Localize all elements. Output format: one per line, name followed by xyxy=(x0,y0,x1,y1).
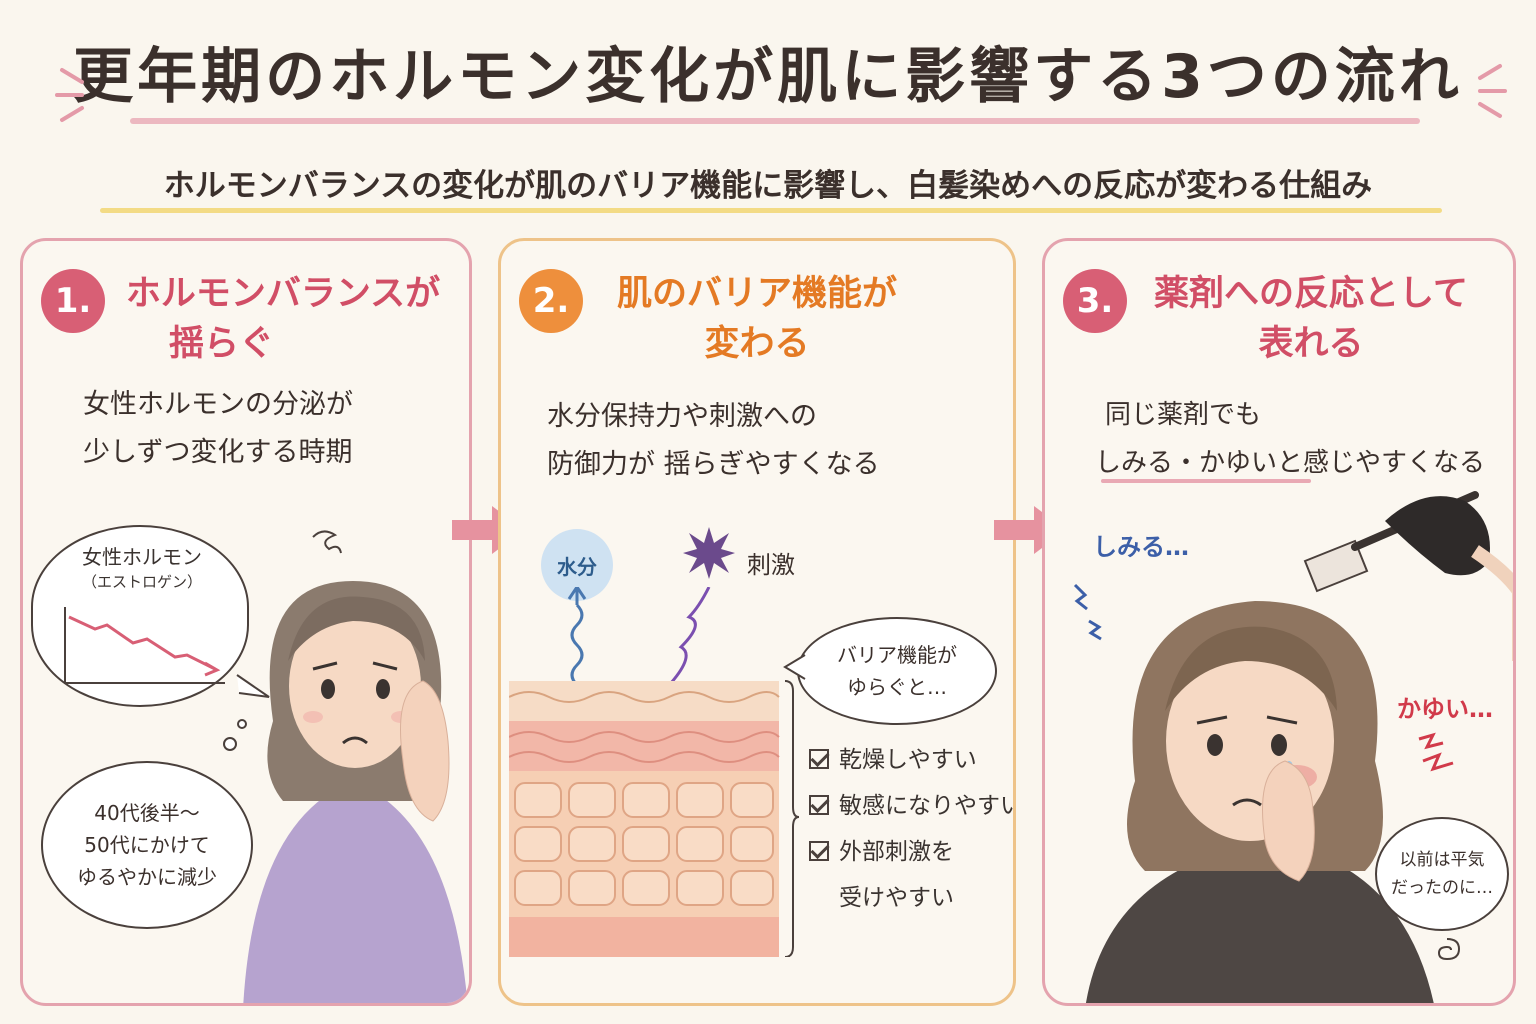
step-1-heading: ホルモンバランスが 揺らぐ xyxy=(113,269,453,369)
previously-fine-bubble: 以前は平気 だったのに… xyxy=(1375,817,1509,931)
page-subtitle: ホルモンバランスの変化が肌のバリア機能に影響し、白髪染めへの反応が変わる仕組み xyxy=(163,168,1373,204)
step-3-heading: 薬剤への反応として 表れる xyxy=(1141,269,1481,369)
bubble-line1: 40代後半〜 xyxy=(94,801,200,825)
thought-dot-1 xyxy=(223,737,237,751)
stimulus-label: 刺激 xyxy=(747,551,795,579)
title-underline xyxy=(130,118,1420,124)
zigzag-red-icon xyxy=(1418,732,1454,772)
graph-label: 女性ホルモン （エストロゲン） xyxy=(33,543,251,593)
page-title: 更年期のホルモン変化が肌に影響する3つの流れ xyxy=(73,42,1463,112)
check-external-text-line1: 外部刺激を xyxy=(839,839,954,865)
stimulus-burst-icon xyxy=(683,527,735,579)
sparkle-right-icon xyxy=(1478,64,1507,118)
step-1-heading-line1: ホルモンバランスが xyxy=(125,274,441,314)
text-underline xyxy=(1101,479,1311,483)
step-1-text-line1: 女性ホルモンの分泌が xyxy=(83,389,353,420)
worried-woman-illustration xyxy=(243,530,468,1003)
itch-label: かゆい… xyxy=(1397,695,1493,723)
step-3-text-line1: 同じ薬剤でも xyxy=(1105,400,1262,430)
swirl-icon xyxy=(1437,938,1461,961)
checkbox-icon xyxy=(809,841,829,861)
decline-thought-bubble: 40代後半〜 50代にかけて ゆるやかに減少 xyxy=(41,761,253,929)
step-3-description: 同じ薬剤でも しみる・かゆいと感じやすくなる xyxy=(1095,391,1485,487)
check-dry-text: 乾燥しやすい xyxy=(839,747,977,773)
check-sensitive-text: 敏感になりやすい xyxy=(839,793,1016,819)
bubble-line2: 50代にかけて xyxy=(84,833,210,857)
thought-dot-2 xyxy=(237,719,247,729)
step-2-number: 2. xyxy=(519,269,583,333)
check-external-text-line2: 受けやすい xyxy=(839,885,954,911)
barrier-bubble-line1: バリア機能が xyxy=(837,643,957,667)
zigzag-blue-icon xyxy=(1073,583,1102,641)
fine-bubble-line1: 以前は平気 xyxy=(1399,850,1485,870)
step-1-panel: 1. ホルモンバランスが 揺らぐ 女性ホルモンの分泌が 少しずつ変化する時期 女… xyxy=(20,238,472,1006)
step-2-heading: 肌のバリア機能が 変わる xyxy=(597,269,917,369)
hormone-graph-bubble: 女性ホルモン （エストロゲン） xyxy=(31,525,249,707)
fine-bubble-line2: だったのに… xyxy=(1391,878,1493,898)
step-3-text-line2: しみる・かゆいと感じやすくなる xyxy=(1095,448,1486,478)
barrier-bubble-line2: ゆらぐと… xyxy=(847,675,947,699)
step-1-heading-line2: 揺らぐ xyxy=(169,324,275,364)
step-2-text-line1: 水分保持力や刺激への xyxy=(547,401,817,432)
sparkle-left-icon xyxy=(55,68,84,122)
step-2-heading-line2: 変わる xyxy=(704,324,810,364)
step-2-heading-line1: 肌のバリア機能が xyxy=(616,274,897,314)
effects-checklist: 乾燥しやすい 敏感になりやすい 外部刺激を 受けやすい xyxy=(809,737,1016,921)
hair-dye-woman-illustration xyxy=(1086,601,1434,1003)
checkbox-icon xyxy=(809,795,829,815)
step-3-panel: 3. 薬剤への反応として 表れる 同じ薬剤でも しみる・かゆいと感じやすくなる … xyxy=(1042,238,1516,1006)
check-item-dry: 乾燥しやすい xyxy=(809,737,1013,783)
step-2-panel: 2. 肌のバリア機能が 変わる 水分保持力や刺激への 防御力が 揺らぎやすくなる… xyxy=(498,238,1016,1006)
checkbox-icon xyxy=(809,749,829,769)
step-2-text-line2: 防御力が 揺らぎやすくなる xyxy=(547,449,880,480)
subtitle-underline xyxy=(100,208,1442,213)
barrier-speech-bubble: バリア機能が ゆらぐと… xyxy=(797,617,997,725)
graph-label-line2: （エストロゲン） xyxy=(81,573,202,591)
bubble-line3: ゆるやかに減少 xyxy=(77,865,217,889)
step-3-number: 3. xyxy=(1063,269,1127,333)
check-item-sensitive: 敏感になりやすい xyxy=(809,783,1016,829)
bubble-tail-icon xyxy=(236,674,270,698)
hormone-decline-chart xyxy=(64,607,225,684)
step-1-description: 女性ホルモンの分泌が 少しずつ変化する時期 xyxy=(83,381,353,477)
step-3-heading-line2: 表れる xyxy=(1258,324,1364,364)
step-2-description: 水分保持力や刺激への 防御力が 揺らぎやすくなる xyxy=(547,393,880,489)
speech-tail-icon xyxy=(783,654,806,680)
step-1-number: 1. xyxy=(41,269,105,333)
skin-barrier-diagram xyxy=(509,587,799,957)
step-3-heading-line1: 薬剤への反応として xyxy=(1154,274,1468,314)
check-item-external: 外部刺激を 受けやすい xyxy=(809,829,1013,921)
graph-label-line1: 女性ホルモン xyxy=(82,545,202,569)
sting-label: しみる… xyxy=(1093,533,1189,561)
dye-brush-glove-icon xyxy=(1303,491,1513,661)
step-1-text-line2: 少しずつ変化する時期 xyxy=(83,437,353,468)
